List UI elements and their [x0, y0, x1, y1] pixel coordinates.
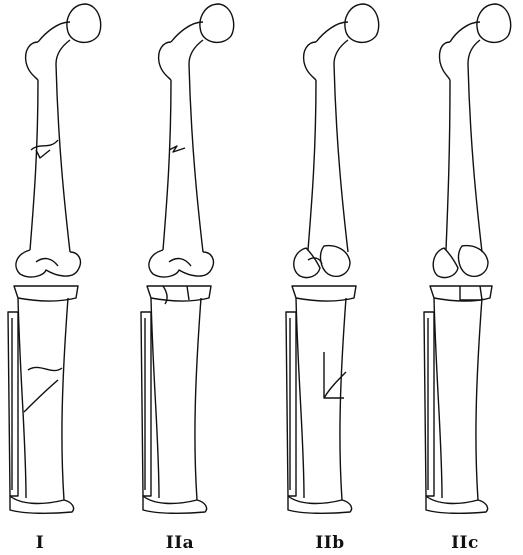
label-type-iib: IIb — [290, 533, 370, 553]
tibia-shaft — [18, 298, 68, 500]
greater-trochanter — [304, 42, 316, 80]
femur-shaft — [163, 64, 203, 252]
fibula — [424, 312, 434, 496]
tibia-fracture — [24, 367, 62, 412]
femur-shaft — [30, 64, 70, 252]
femur-head — [345, 4, 379, 42]
femur-condyles — [16, 250, 81, 277]
greater-trochanter — [159, 42, 171, 80]
femur-neck — [316, 22, 348, 64]
panel-type-iib — [278, 0, 408, 530]
femur-fracture — [31, 140, 58, 158]
panel-type-iic — [420, 0, 523, 530]
greater-trochanter — [26, 42, 38, 80]
panel-type-i — [0, 0, 130, 530]
label-type-i: I — [0, 533, 80, 553]
tibia-plateau — [430, 286, 492, 301]
fibula — [286, 312, 296, 496]
femur-fracture — [169, 146, 185, 152]
femur-head — [67, 4, 101, 42]
femur-shaft — [446, 64, 482, 252]
femur-head — [477, 4, 511, 42]
tibia-shaft — [296, 298, 346, 500]
femur-head — [200, 4, 234, 42]
label-type-iia: IIa — [140, 533, 220, 553]
fibula — [8, 312, 18, 496]
femur-shaft — [308, 64, 348, 252]
tibia-shaft — [151, 298, 201, 500]
femur-neck — [450, 22, 480, 64]
fibula — [141, 312, 151, 496]
femur-neck — [38, 22, 70, 64]
tibia-plateau-fracture — [460, 286, 482, 300]
panel-type-iia — [133, 0, 263, 530]
label-type-iic: IIc — [425, 533, 505, 553]
femur-condyles-fractured — [433, 246, 488, 278]
femur-condyles-fractured — [294, 246, 350, 278]
tibia-shaft — [434, 298, 482, 500]
femur-neck — [171, 22, 203, 64]
femur-condyles — [149, 250, 214, 277]
greater-trochanter — [439, 42, 450, 80]
